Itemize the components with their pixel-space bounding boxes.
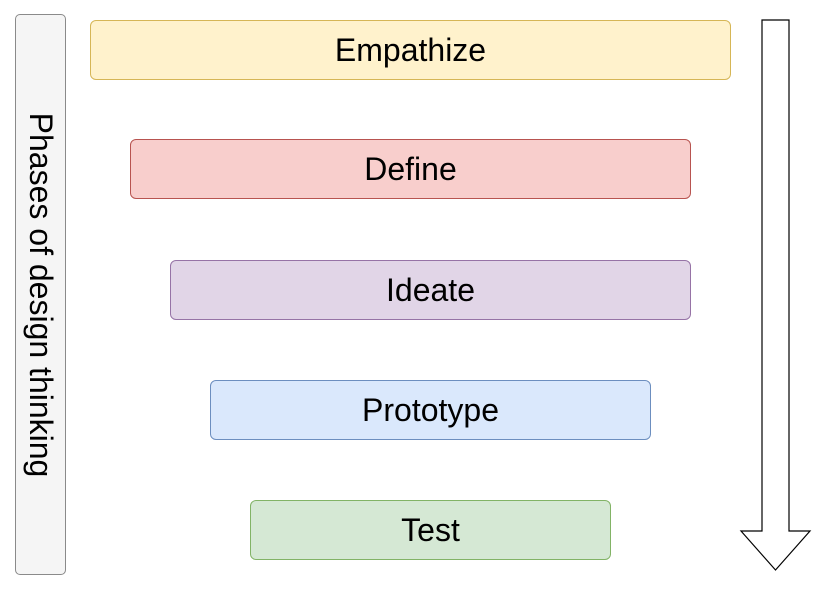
phase-test: Test	[250, 500, 611, 560]
phase-prototype: Prototype	[210, 380, 651, 440]
phase-ideate: Ideate	[170, 260, 691, 320]
side-label-box: Phases of design thinking	[15, 14, 66, 575]
phase-test-label: Test	[401, 512, 460, 548]
phase-empathize: Empathize	[90, 20, 731, 80]
flow-arrow-shape	[739, 19, 812, 571]
phase-empathize-label: Empathize	[334, 32, 487, 68]
phase-prototype-label: Prototype	[362, 392, 499, 428]
phase-define-label: Define	[364, 151, 457, 187]
side-label-text: Phases of design thinking	[22, 112, 59, 477]
phase-ideate-label: Ideate	[386, 272, 475, 308]
phase-define: Define	[130, 139, 691, 199]
flow-down-arrow-icon	[739, 19, 812, 571]
